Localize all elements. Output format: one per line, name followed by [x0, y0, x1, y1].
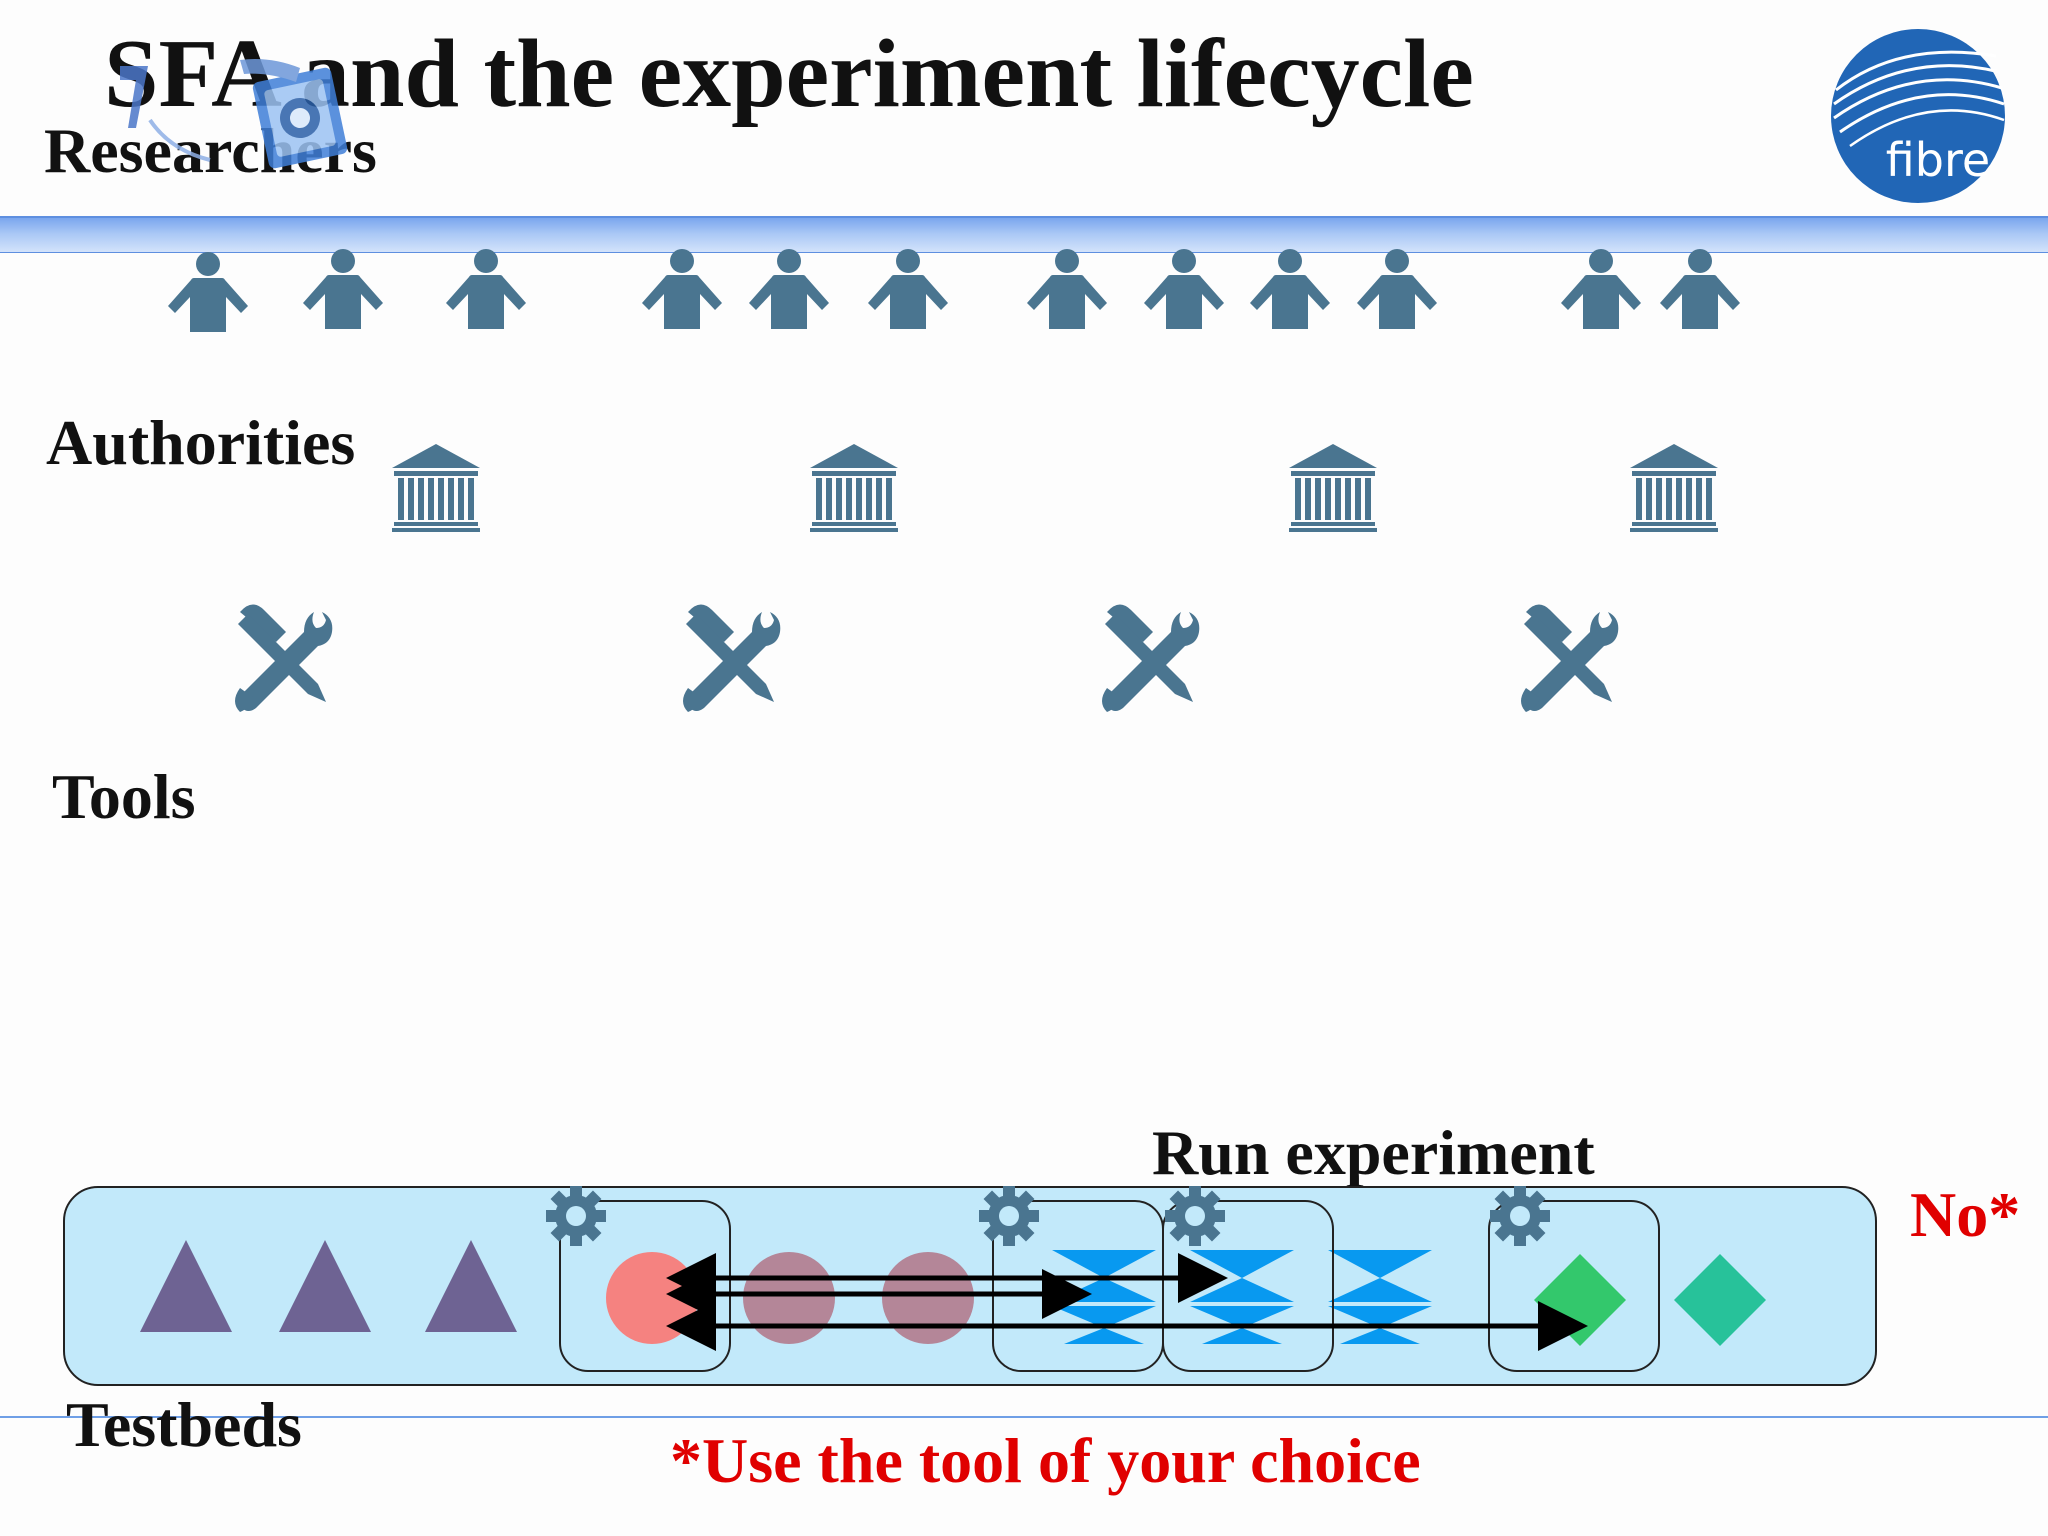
tools-icon: [235, 604, 333, 712]
person-icon: [1144, 249, 1224, 329]
experiment-arrows: [666, 1253, 1588, 1351]
institution-icon: [1289, 444, 1377, 532]
person-icon: [1027, 249, 1107, 329]
header-bar: [0, 216, 2048, 253]
circle-resource: [743, 1252, 835, 1344]
person-icon: [1250, 249, 1330, 329]
person-icon: [642, 249, 722, 329]
fibre-logo-text: fibre: [1886, 133, 1990, 187]
testbeds-label: Testbeds: [66, 1389, 302, 1460]
no-label: No*: [1910, 1179, 2021, 1250]
circle-resource: [882, 1252, 974, 1344]
tools-icon: [1521, 604, 1619, 712]
institution-icon: [810, 444, 898, 532]
authorities-group: [392, 444, 1718, 532]
researchers-group: [168, 249, 1740, 332]
institution-icon: [1630, 444, 1718, 532]
person-icon: [446, 249, 526, 329]
tools-label: Tools: [52, 761, 196, 832]
person-icon: [1561, 249, 1641, 329]
fibre-logo: fibre: [1831, 29, 2005, 203]
person-icon: [749, 249, 829, 329]
person-icon: [168, 252, 248, 332]
triangle-resource: [425, 1240, 517, 1332]
slice-box: [1488, 1200, 1660, 1372]
gear-icon: [546, 1186, 606, 1246]
diamond-resource: [1674, 1254, 1766, 1346]
project-logo: [120, 59, 348, 169]
institution-icon: [392, 444, 480, 532]
tools-group: [235, 604, 1619, 712]
tools-icon: [1102, 604, 1200, 712]
run-experiment-label: Run experiment: [1152, 1117, 1595, 1188]
triangle-resource: [279, 1240, 371, 1332]
authorities-label: Authorities: [46, 407, 356, 478]
person-icon: [1357, 249, 1437, 329]
triangle-resource: [140, 1240, 232, 1332]
circle-resource-active: [606, 1252, 698, 1344]
gear-icon: [1490, 1186, 1550, 1246]
person-icon: [1660, 249, 1740, 329]
person-icon: [868, 249, 948, 329]
tools-icon: [683, 604, 781, 712]
triangle-resources: [140, 1240, 517, 1332]
person-icon: [303, 249, 383, 329]
footnote: *Use the tool of your choice: [670, 1425, 1421, 1496]
gear-icon: [1165, 1186, 1225, 1246]
footer-line: [0, 1416, 2048, 1418]
gear-icon: [979, 1186, 1039, 1246]
